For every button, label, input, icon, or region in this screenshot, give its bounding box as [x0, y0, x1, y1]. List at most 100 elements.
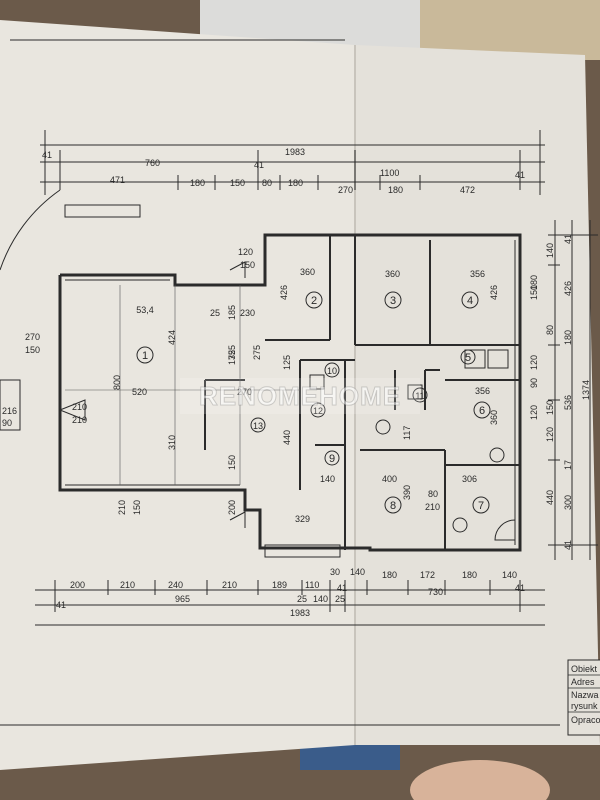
dim-r-120c: 120 [545, 427, 555, 442]
dim-i-0: 360 [300, 267, 315, 277]
title-block-author: Opraco [571, 715, 600, 725]
dim-i-4: 426 [489, 285, 499, 300]
interior-walls [204, 235, 520, 550]
dim-i-5: 520 [132, 387, 147, 397]
dim-r-150a: 150 [529, 285, 539, 300]
dim-i-20: 200 [227, 500, 237, 515]
dim-r-120b: 120 [529, 405, 539, 420]
fixtures [309, 349, 516, 541]
dim-r-536: 536 [563, 395, 573, 410]
dim-b-200: 200 [70, 580, 85, 590]
dim-l-210a: 210 [72, 402, 87, 412]
dim-r-426: 426 [563, 281, 573, 296]
room-4-label: 4 [467, 295, 473, 307]
room-circles [136, 291, 491, 514]
section-markers [58, 261, 246, 528]
dim-i-25: 80 [428, 489, 438, 499]
dim-i-22: 400 [382, 474, 397, 484]
title-block: Obiekt Adres Nazwa rysunk Opraco [567, 659, 600, 736]
dim-i-23: 390 [402, 485, 412, 500]
dim-760: 760 [145, 158, 160, 168]
room-8-label: 8 [390, 500, 396, 512]
dim-1100: 1100 [380, 168, 399, 178]
room-10-label: 10 [327, 366, 337, 376]
exterior-walls [58, 233, 522, 552]
paper-right [355, 45, 600, 745]
dim-l-210b: 210 [72, 415, 87, 425]
dim-l-90: 90 [2, 418, 12, 428]
dim-l-150: 150 [25, 345, 40, 355]
title-block-name: Nazwa [571, 690, 599, 700]
dim-b-25a: 25 [297, 594, 307, 604]
dim-180a: 180 [190, 178, 205, 188]
dim-41c: 41 [515, 170, 525, 180]
room-1-label: 1 [142, 350, 148, 362]
dim-r-17: 17 [563, 460, 573, 470]
dim-i-2: 360 [385, 269, 400, 279]
dim-l-210c: 210 [117, 500, 127, 515]
title-block-drawing: rysunk [571, 701, 598, 711]
left-dimension-labels: 270 150 210 210 210 150 216 90 [2, 332, 142, 515]
dim-i-14: 125 [282, 355, 292, 370]
dim-r-300: 300 [563, 495, 573, 510]
dim-b-189: 189 [272, 580, 287, 590]
dim-r-440: 440 [545, 490, 555, 505]
dim-472: 472 [460, 185, 475, 195]
dim-l-150c: 150 [132, 500, 142, 515]
top-dimension-lines [40, 130, 545, 195]
dim-i-9: 120 [238, 247, 253, 257]
dim-i-18: 440 [282, 430, 292, 445]
dim-b-210b: 210 [222, 580, 237, 590]
dim-r-41b: 41 [563, 540, 573, 550]
room-grid [65, 285, 300, 485]
dim-i-31: 25 [210, 308, 220, 318]
dim-i-13: 175 [227, 350, 237, 365]
room-12-label: 12 [313, 406, 323, 416]
dim-r-140: 140 [545, 243, 555, 258]
room-11-label: 11 [415, 391, 424, 401]
dim-r-150b: 150 [545, 400, 555, 415]
dim-i-21: 329 [295, 514, 310, 524]
dim-b-240: 240 [168, 580, 183, 590]
dim-41a: 41 [42, 150, 52, 160]
dim-41b: 41 [254, 160, 264, 170]
title-block-object: Obiekt [571, 664, 598, 674]
dim-b-140b: 140 [502, 570, 517, 580]
dim-i-30: 117 [402, 426, 412, 440]
room-6-label: 6 [479, 405, 485, 417]
dim-r-90: 90 [529, 378, 539, 388]
room-13-label: 13 [253, 421, 263, 431]
dim-i-29: 140 [320, 474, 335, 484]
dim-i-24: 306 [462, 474, 477, 484]
dim-b-140a: 140 [350, 567, 365, 577]
dim-b-180a: 180 [382, 570, 397, 580]
bottom-window-hatch [264, 544, 341, 558]
dim-i-27: 360 [489, 410, 499, 425]
dim-r-80: 80 [545, 325, 555, 335]
dim-i-28: 356 [475, 386, 490, 396]
dim-r-41a: 41 [563, 234, 573, 244]
room-2-label: 2 [311, 295, 317, 307]
dim-b-965: 965 [175, 594, 190, 604]
top-dimension-labels: 1983 760 1100 471 180 150 80 180 270 180… [42, 147, 525, 195]
watermark-band [180, 378, 420, 414]
right-dimension-lines [548, 220, 598, 560]
left-steps [0, 379, 21, 431]
dim-total-top: 1983 [285, 147, 305, 157]
room-7-label: 7 [478, 500, 484, 512]
watermark-logo: RENOMEHOME [199, 381, 401, 411]
dim-80: 80 [262, 178, 272, 188]
dim-i-19: 150 [227, 455, 237, 470]
top-window-hatch [64, 204, 141, 218]
room-3-label: 3 [390, 295, 396, 307]
room-5-label: 5 [465, 352, 471, 364]
dim-i-10: 150 [240, 260, 255, 270]
dim-total-bottom: 1983 [290, 608, 310, 618]
dim-b-730: 730 [428, 587, 443, 597]
dim-i-3: 356 [470, 269, 485, 279]
dim-b-140c: 140 [313, 594, 328, 604]
dim-i-15: 325 [227, 345, 237, 360]
room-9-label: 9 [329, 453, 335, 465]
